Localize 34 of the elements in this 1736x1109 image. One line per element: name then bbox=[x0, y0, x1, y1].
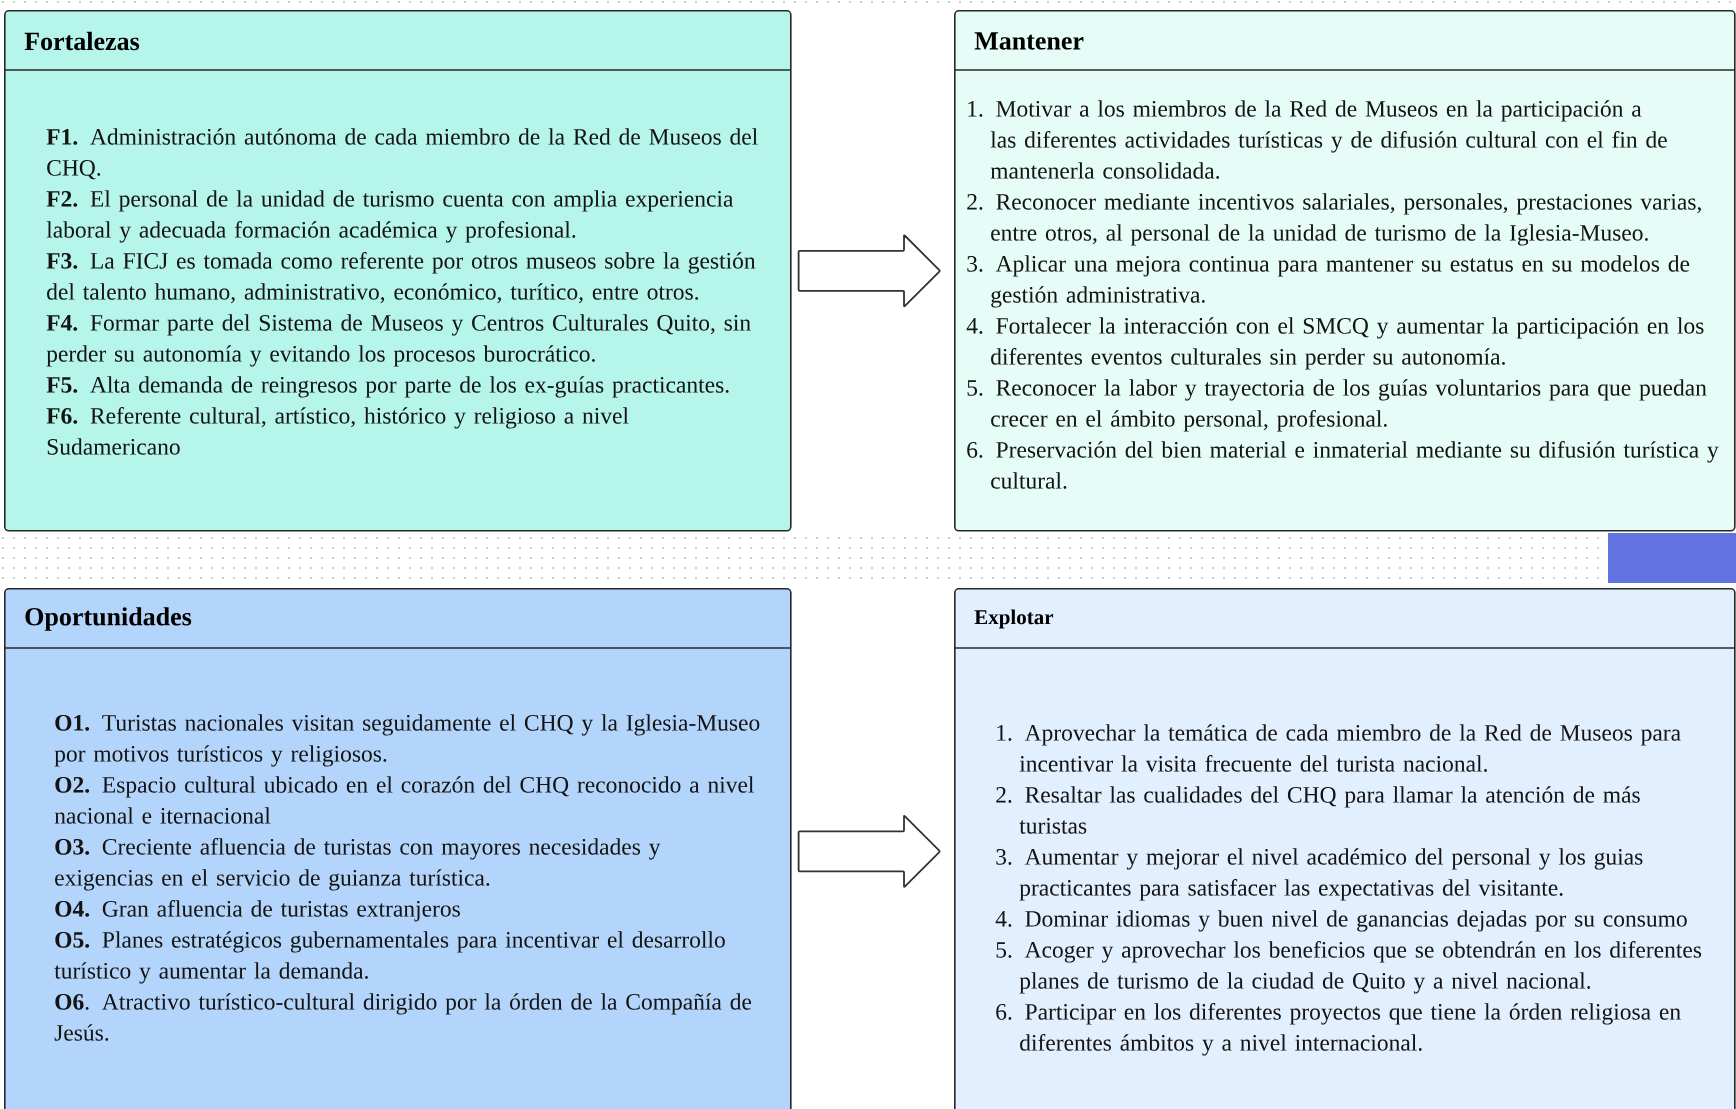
panel bbox=[3, 588, 792, 1109]
list-item: 1. Aprovechar la temática de cada miembro de la Red de Museos para incentivar la visita frecuente del turista nacional. bbox=[997, 724, 1681, 772]
panel-heading: Fortalezas bbox=[24, 31, 140, 51]
list-item: O2. Espacio cultural ubicado en el corazón del CHQ reconocido a nivel nacional e iternacional bbox=[54, 776, 754, 824]
list-item: 2. Reconocer mediante incentivos salariales, personales, prestaciones varias, entre otros, al personal de la unidad de turismo de la Iglesia-Museo. bbox=[967, 193, 1701, 246]
panel-heading: Oportunidades bbox=[25, 607, 192, 631]
list-item: F4. Formar parte del Sistema de Museos y Centros Culturales Quito, sin perder su autonomía y evitando los procesos burocrático. bbox=[46, 314, 751, 367]
list-item: F2. El personal de la unidad de turismo cuenta con amplia experiencia laboral y adecuada formación académica y profesional. bbox=[46, 190, 734, 243]
list-item: 5. Acoger y aprovechar los beneficios que se obtendrán en los diferentes planes de turismo de la ciudad de Quito y a nivel nacional. bbox=[996, 941, 1702, 994]
list-item: O4. Gran afluencia de turistas extranjeros bbox=[55, 899, 460, 922]
list-item: 4. Fortalecer la interacción con el SMCQ y aumentar la participación en los diferentes eventos culturales sin perder su autonomía. bbox=[966, 317, 1704, 370]
block-arrow bbox=[797, 814, 941, 888]
list-item: O6. Atractivo turístico-cultural dirigido por la órden de la Compañía de Jesús. bbox=[54, 993, 752, 1041]
list-item: F3. La FICJ es tomada como referente por otros museos sobre la gestión del talento humano, administrativo, económico, turítico, entre otros. bbox=[46, 252, 756, 304]
list-item: O3. Creciente afluencia de turistas con mayores necesidades y exigencias en el servicio de guianza turística. bbox=[55, 837, 661, 891]
list-item: 6. Participar en los diferentes proyectos que tiene la órden religiosa en diferentes ámbitos y a nivel internacional. bbox=[996, 1003, 1681, 1056]
list-item: 5. Reconocer la labor y trayectoria de los guías voluntarios para que puedan crecer en el ámbito personal, profesional. bbox=[967, 379, 1707, 432]
list-item: F5. Alta demanda de reingresos por parte de los ex-guías practicantes. bbox=[46, 376, 729, 398]
panel bbox=[953, 588, 1736, 1109]
list-item: 3. Aplicar una mejora continua para mantener su estatus en su modelos de gestión administrativa. bbox=[967, 255, 1690, 308]
list-item: O5. Planes estratégicos gubernamentales para incentivar el desarrollo turístico y aumentar la demanda. bbox=[54, 931, 725, 984]
list-item: 1. Motivar a los miembros de la Red de Museos en la participación a las diferentes actividades turísticas y de difusión cultural con el fin de mantenerla consolidada. bbox=[968, 100, 1667, 179]
panel-heading: Mantener bbox=[974, 32, 1084, 50]
list-item: 2. Resaltar las cualidades del CHQ para llamar la atención de más turistas bbox=[996, 786, 1640, 834]
panel-heading: Explotar bbox=[974, 609, 1054, 629]
list-item: F6. Referente cultural, artístico, histórico y religioso a nivel Sudamericano bbox=[46, 407, 629, 455]
list-item: 6. Preservación del bien material e inmaterial mediante su difusión turística y cultural. bbox=[967, 441, 1719, 489]
list-item: F1. Administración autónoma de cada miembro de la Red de Museos del CHQ. bbox=[46, 128, 758, 180]
panel bbox=[953, 10, 1736, 532]
panel bbox=[3, 10, 792, 532]
block-arrow bbox=[797, 234, 941, 308]
list-item: 4. Dominar idiomas y buen nivel de ganancias dejadas por su consumo bbox=[995, 910, 1687, 932]
list-item: O1. Turistas nacionales visitan seguidamente el CHQ y la Iglesia-Museo por motivos turísticos y religiosos. bbox=[54, 714, 760, 767]
list-item: 3. Aumentar y mejorar el nivel académico del personal y los guias practicantes para satisfacer las expectativas del visitante. bbox=[996, 848, 1643, 901]
